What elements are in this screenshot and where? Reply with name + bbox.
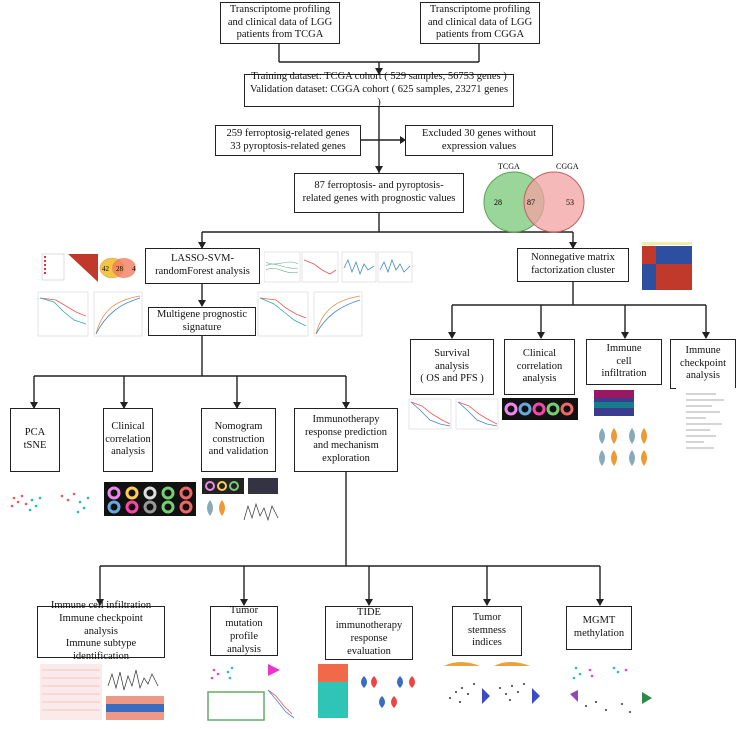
prognostic-genes-box: 87 ferroptosis- and pyroptosis- related … [294, 173, 464, 213]
bottom-immune-text: Immune cell infiltration Immune checkpoi… [50, 600, 152, 663]
stemness-thumbnail [440, 658, 558, 724]
nomogram-box: Nomogram construction and validation [201, 408, 276, 472]
tcga-source-box: Transcriptome profiling and clinical dat… [220, 2, 340, 44]
checkpoint-box: Immune checkpoint analysis [670, 339, 736, 389]
gene-sets-text: 259 ferroptosig-related genes 33 pyropto… [226, 127, 350, 152]
nmf-text: Nonnegative matrix factorization cluster [531, 252, 615, 276]
pca-tsne-thumbnail [2, 478, 98, 526]
nomogram-thumbnail [200, 476, 282, 528]
immune-cell-text: Immune cell infiltration [601, 342, 647, 380]
tumor-mutation-text: Tumor mutation profile analysis [225, 605, 263, 655]
venn-cgga-circle [523, 171, 585, 233]
gene-sets-box: 259 ferroptosig-related genes 33 pyropto… [215, 125, 361, 156]
stemness-text: Tumor stemness indices [468, 611, 506, 649]
survival-km-thumbnail [408, 398, 500, 432]
right-clinical-donuts-thumbnail [502, 398, 578, 420]
venn-cgga-only: 53 [566, 198, 574, 207]
nomogram-text: Nomogram construction and validation [208, 420, 269, 458]
cgga-source-text: Transcriptome profiling and clinical dat… [427, 3, 533, 41]
nmf-heatmap-thumbnail [636, 238, 698, 294]
cgga-source-box: Transcriptome profiling and clinical dat… [420, 2, 540, 44]
tcga-source-text: Transcriptome profiling and clinical dat… [227, 3, 333, 41]
lasso-box: LASSO-SVM- randomForest analysis [145, 248, 260, 284]
nmf-box: Nonnegative matrix factorization cluster [517, 248, 629, 282]
km-roc-thumbnail-left [36, 290, 146, 340]
mgmt-box: MGMT methylation [566, 606, 632, 650]
datasets-box: Training dataset: TCGA cohort ( 529 samp… [244, 71, 514, 108]
tide-box: TIDE immunotherapy response evaluation [325, 606, 413, 660]
immunotherapy-text: Immunotherapy response prediction and me… [305, 414, 387, 464]
tumor-mutation-thumbnail [204, 660, 300, 724]
venn-tcga-label: TCGA [498, 162, 520, 171]
prognostic-genes-text: 87 ferroptosis- and pyroptosis- related … [302, 180, 456, 204]
multigene-box: Multigene prognostic signature [148, 307, 256, 336]
bottom-immune-thumbnail [38, 662, 170, 724]
left-clinical-text: Clinical correlation analysis [105, 420, 151, 458]
right-clinical-text: Clinical correlation analysis [516, 347, 563, 385]
lasso-venn-left: 42 [102, 265, 110, 273]
checkpoint-text: Immune checkpoint analysis [679, 344, 727, 382]
lasso-text: LASSO-SVM- randomForest analysis [155, 253, 250, 277]
tide-thumbnail [316, 662, 426, 722]
survival-box: Survival analysis ( OS and PFS ) [410, 339, 494, 395]
right-clinical-box: Clinical correlation analysis [504, 339, 575, 395]
left-clinical-donuts-thumbnail [104, 482, 196, 516]
mgmt-thumbnail [566, 658, 666, 724]
immune-cell-box: Immune cell infiltration [586, 339, 662, 385]
venn-cgga-label: CGGA [556, 162, 579, 171]
immunotherapy-box: Immunotherapy response prediction and me… [294, 408, 398, 472]
lasso-figures-thumbnail: 42 28 4 [40, 250, 140, 286]
multigene-text: Multigene prognostic signature [156, 308, 248, 333]
lasso-venn-right: 4 [132, 265, 136, 273]
tumor-mutation-box: Tumor mutation profile analysis [210, 605, 278, 656]
lasso-venn-mid: 28 [116, 265, 124, 273]
excluded-genes-text: Excluded 30 genes without expression val… [421, 127, 537, 152]
pca-tsne-box: PCA tSNE [10, 408, 60, 472]
tide-text: TIDE immunotherapy response evaluation [335, 607, 403, 657]
pca-tsne-text: PCA tSNE [23, 427, 47, 451]
checkpoint-thumbnail [676, 388, 736, 460]
bottom-immune-box: Immune cell infiltration Immune checkpoi… [37, 600, 165, 662]
datasets-text: Training dataset: TCGA cohort ( 529 samp… [249, 71, 509, 108]
survival-text: Survival analysis ( OS and PFS ) [420, 347, 484, 385]
immune-cell-thumbnail [592, 388, 660, 470]
excluded-genes-box: Excluded 30 genes without expression val… [405, 125, 553, 156]
venn-overlap: 87 [527, 198, 535, 207]
km-roc-thumbnail-right [256, 290, 366, 340]
lasso-curves-thumbnail [264, 250, 414, 286]
stemness-box: Tumor stemness indices [452, 606, 522, 656]
tcga-cgga-venn: TCGA CGGA 28 87 53 [483, 162, 585, 233]
mgmt-text: MGMT methylation [573, 615, 625, 639]
venn-tcga-only: 28 [494, 198, 502, 207]
left-clinical-box: Clinical correlation analysis [103, 408, 153, 472]
